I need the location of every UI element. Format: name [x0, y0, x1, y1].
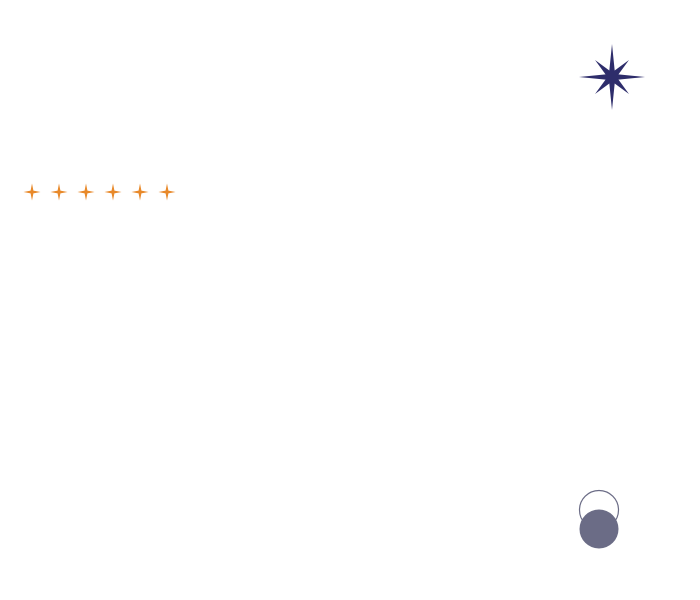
- four-point-star-icon: [104, 183, 122, 201]
- four-point-star-icon: [77, 183, 95, 201]
- eight-point-star-shape: [579, 44, 645, 110]
- four-point-star-icon: [131, 183, 149, 201]
- four-point-star-icon: [50, 183, 68, 201]
- eight-point-star-icon: [579, 44, 645, 110]
- small-stars-row: [23, 183, 176, 201]
- stacked-circles-icon: [578, 489, 620, 549]
- filled-circle: [579, 509, 619, 549]
- four-point-star-icon: [23, 183, 41, 201]
- four-point-star-icon: [158, 183, 176, 201]
